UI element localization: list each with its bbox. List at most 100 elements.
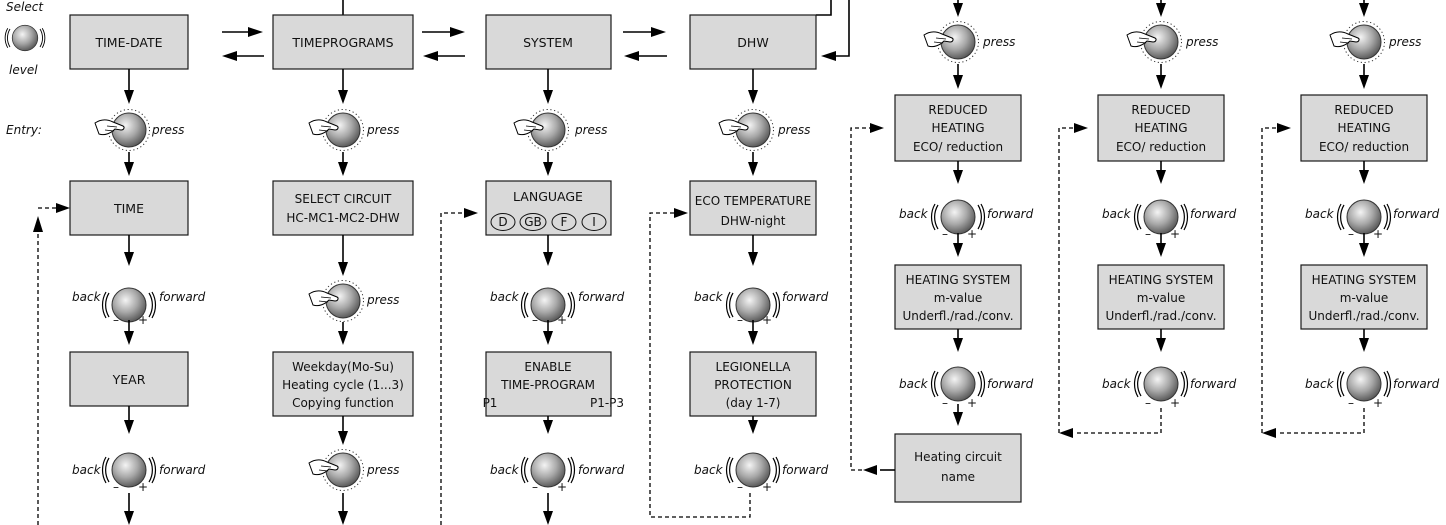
minus-label: – <box>942 227 948 241</box>
level-label: level <box>9 63 38 77</box>
press-label: press <box>777 123 810 137</box>
box-legionella-line2: PROTECTION <box>714 378 792 392</box>
forward-label: forward <box>1393 207 1440 221</box>
box-select-circuit-line2: HC-MC1-MC2-DHW <box>286 211 399 225</box>
plus-label: + <box>557 480 567 494</box>
press-knob-icon <box>308 280 364 322</box>
press-knob-icon <box>513 109 569 151</box>
press-label: press <box>366 123 399 137</box>
press-knob-icon <box>718 109 774 151</box>
box-reduced-line2: HEATING <box>931 121 984 135</box>
forward-label: forward <box>1190 377 1237 391</box>
minus-label: – <box>1145 227 1151 241</box>
plus-label: + <box>762 313 772 327</box>
box-language <box>485 180 612 236</box>
box-language-label: LANGUAGE <box>513 189 583 204</box>
plus-label: + <box>1373 227 1383 241</box>
press-label: press <box>366 463 399 477</box>
box-select-circuit-line1: SELECT CIRCUIT <box>295 192 392 206</box>
box-weekday-line2: Heating cycle (1...3) <box>282 378 404 392</box>
back-label: back <box>694 290 724 304</box>
lang-option: F <box>561 215 568 229</box>
minus-label: – <box>1145 396 1151 410</box>
box-reduced-line1: REDUCED <box>1131 103 1190 117</box>
box-timeprograms-label: TIMEPROGRAMS <box>291 35 393 50</box>
minus-label: – <box>532 480 538 494</box>
minus-label: – <box>113 313 119 327</box>
box-heating-system-line3: Underfl./rad./conv. <box>902 309 1013 323</box>
box-year <box>69 351 189 407</box>
box-circuit-name-line2: name <box>941 470 975 484</box>
forward-label: forward <box>782 463 829 477</box>
box-enable-p1: P1 <box>483 396 498 410</box>
lang-option: GB <box>524 215 542 229</box>
press-knob-icon <box>94 109 150 151</box>
box-reduced-line2: HEATING <box>1134 121 1187 135</box>
back-label: back <box>72 463 102 477</box>
forward-label: forward <box>1393 377 1440 391</box>
plus-label: + <box>557 313 567 327</box>
column-heating-1: press REDUCED HEATING ECO/ reduction bac… <box>850 0 1034 503</box>
plus-label: + <box>967 227 977 241</box>
box-enable-line1: ENABLE <box>524 360 571 374</box>
box-time <box>69 180 189 236</box>
back-label: back <box>1102 377 1132 391</box>
minus-label: – <box>113 480 119 494</box>
plus-label: + <box>1373 396 1383 410</box>
box-reduced-line3: ECO/ reduction <box>1116 140 1206 154</box>
back-label: back <box>694 463 724 477</box>
select-label: Select <box>6 0 44 14</box>
box-heating-system-line2: m-value <box>1137 291 1185 305</box>
box-select-circuit <box>272 180 414 236</box>
press-knob-icon <box>1126 21 1182 63</box>
box-heating-system-line1: HEATING SYSTEM <box>906 273 1011 287</box>
box-heating-system-line3: Underfl./rad./conv. <box>1105 309 1216 323</box>
press-label: press <box>574 123 607 137</box>
box-eco-line1: ECO TEMPERATURE <box>695 194 811 208</box>
press-label: press <box>1388 35 1421 49</box>
press-knob-icon <box>308 109 364 151</box>
forward-label: forward <box>1190 207 1237 221</box>
back-label: back <box>490 463 520 477</box>
box-eco-line2: DHW-night <box>721 214 786 228</box>
box-heating-system-line2: m-value <box>1340 291 1388 305</box>
plus-label: + <box>762 480 772 494</box>
column-timeprograms: TIMEPROGRAMS press SELECT CIRCUIT HC-MC1… <box>272 14 414 525</box>
box-weekday-line1: Weekday(Mo-Su) <box>292 360 394 374</box>
press-knob-icon <box>923 21 979 63</box>
box-weekday <box>272 351 414 417</box>
lang-option: D <box>498 215 507 229</box>
forward-label: forward <box>782 290 829 304</box>
box-heating-system-line3: Underfl./rad./conv. <box>1308 309 1419 323</box>
forward-label: forward <box>987 377 1034 391</box>
box-heating-system <box>894 264 1022 330</box>
box-dhw <box>689 14 817 70</box>
back-label: back <box>899 207 929 221</box>
plus-label: + <box>1170 396 1180 410</box>
plus-label: + <box>138 313 148 327</box>
plus-label: + <box>138 480 148 494</box>
back-label: back <box>1305 207 1335 221</box>
box-reduced-line1: REDUCED <box>1334 103 1393 117</box>
box-weekday-line3: Copying function <box>292 396 394 410</box>
box-system-label: SYSTEM <box>523 35 573 50</box>
box-legionella-line1: LEGIONELLA <box>716 360 792 374</box>
back-label: back <box>1102 207 1132 221</box>
box-heating-system-line2: m-value <box>934 291 982 305</box>
box-dhw-label: DHW <box>737 35 768 50</box>
box-enable-timeprogram <box>485 351 612 417</box>
select-knob-icon <box>4 24 46 52</box>
forward-label: forward <box>159 290 206 304</box>
box-reduced-line1: REDUCED <box>928 103 987 117</box>
column-heating-2: press REDUCED HEATING ECO/ reduction bac… <box>1058 0 1237 438</box>
box-legionella <box>689 351 817 417</box>
back-label: back <box>899 377 929 391</box>
forward-label: forward <box>578 290 625 304</box>
column-heating-3: press REDUCED HEATING ECO/ reduction bac… <box>1261 0 1440 438</box>
box-reduced-heating <box>1300 94 1428 162</box>
column-time-date: TIME-DATE press TIME back forward – + YE… <box>33 14 206 525</box>
minus-label: – <box>1348 396 1354 410</box>
column-dhw: DHW press ECO TEMPERATURE DHW-night back… <box>689 14 829 494</box>
box-reduced-heating <box>1097 94 1225 162</box>
box-heating-system <box>1097 264 1225 330</box>
